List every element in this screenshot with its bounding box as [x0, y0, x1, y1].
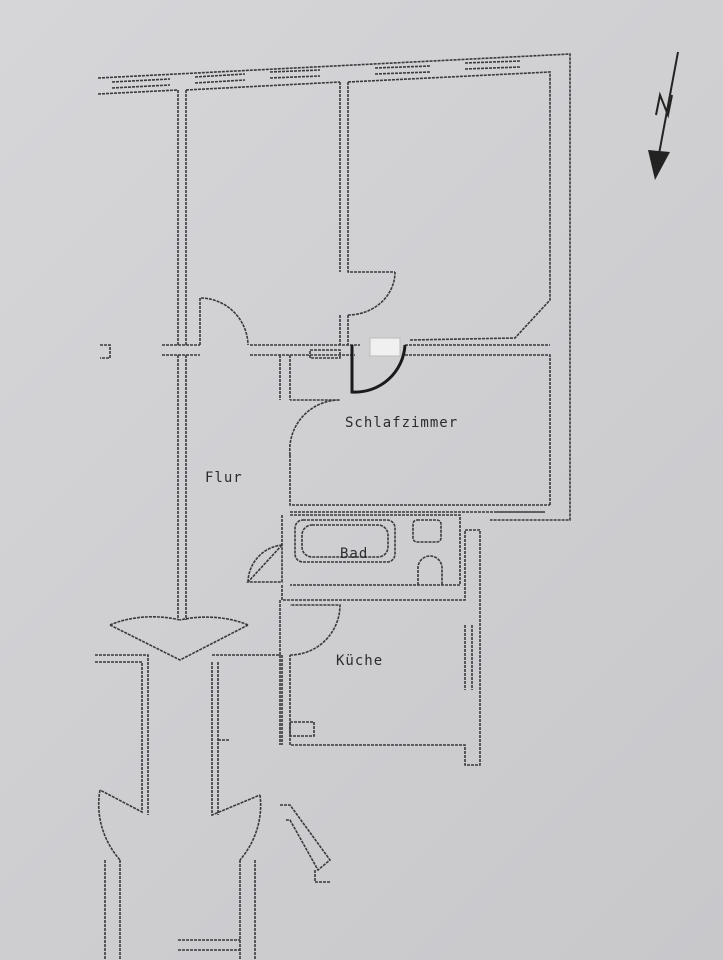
room-label-kueche: Küche [336, 653, 384, 669]
exterior-walls [97, 53, 571, 521]
room-label-bad: Bad [340, 546, 369, 562]
room-label-schlafzimmer: Schlafzimmer [345, 415, 459, 431]
bathroom [246, 514, 481, 766]
north-arrow-icon [648, 51, 679, 180]
stairwell [95, 344, 332, 960]
room-label-flur: Flur [205, 470, 243, 486]
interior-walls [162, 82, 551, 620]
